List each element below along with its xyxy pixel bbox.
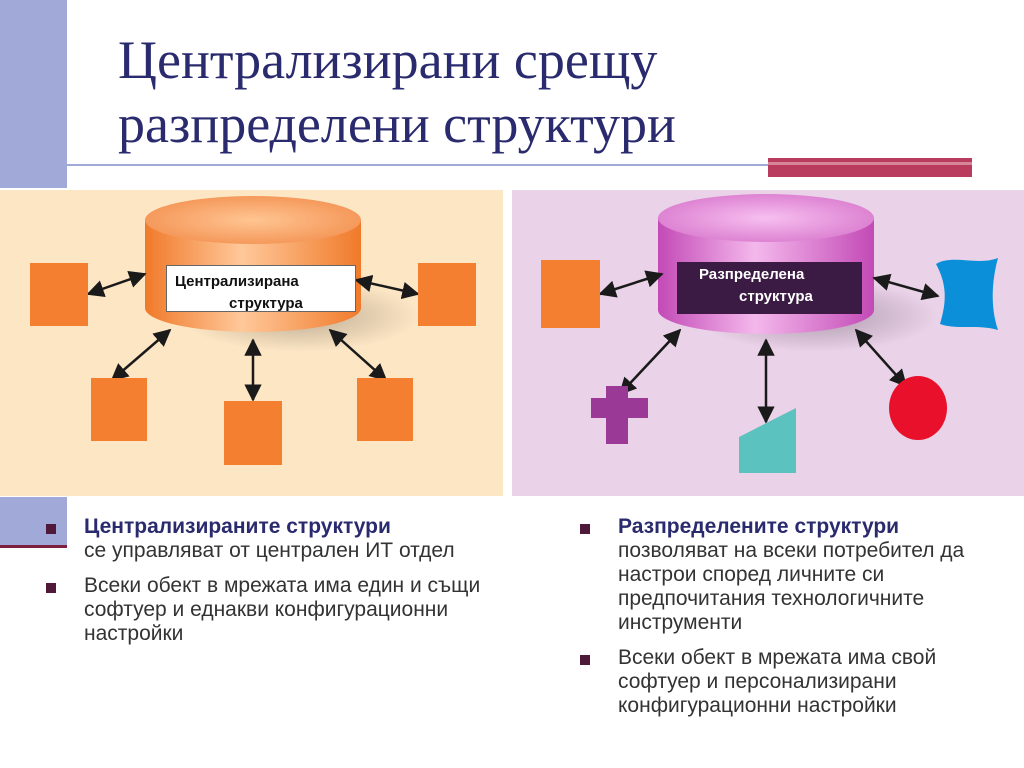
title-line-1: Централизирани срещу <box>118 30 658 90</box>
distributed-bullet-list: Разпределените структури позволяват на в… <box>580 515 1000 729</box>
node-right <box>418 263 476 326</box>
side-line-bottom <box>0 545 67 548</box>
arrow-to-wave <box>872 273 940 301</box>
arrow-to-node-bottom-right <box>328 328 388 382</box>
node-trapezoid-shape <box>739 408 796 473</box>
arrow-to-cross <box>618 328 682 396</box>
label-line-1: Разпределена <box>699 266 805 283</box>
side-bar-bottom <box>0 497 67 547</box>
title-underline <box>42 164 772 166</box>
distributed-diagram <box>541 194 998 473</box>
label-line-1: Централизирана <box>175 273 299 290</box>
node-bottom-center <box>224 401 282 465</box>
centralized-structure-label: Централизирана структура <box>166 265 356 312</box>
slide-title: Централизирани срещу разпределени структ… <box>118 28 878 156</box>
bullet-text: се управляват от централен ИТ отдел <box>84 539 455 562</box>
node-left <box>30 263 88 326</box>
node-cross-shape <box>591 386 648 444</box>
label-line-2: структура <box>739 288 813 305</box>
bullet-item: Всеки обект в мрежата има един и същи со… <box>46 574 506 646</box>
bullet-item: Разпределените структури позволяват на в… <box>580 515 1000 635</box>
node-wave-shape <box>936 258 998 330</box>
bullet-item: Централизираните структури се управляват… <box>46 515 506 563</box>
distributed-structure-label: Разпределена структура <box>677 262 862 314</box>
arrow-to-square <box>598 270 664 298</box>
square-bullet-icon <box>46 524 56 534</box>
square-bullet-icon <box>46 583 56 593</box>
arrow-to-circle <box>854 328 908 388</box>
bullet-item: Всеки обект в мрежата има свой софтуер и… <box>580 646 1000 718</box>
arrow-to-node-left <box>86 270 147 298</box>
node-square <box>541 260 600 328</box>
title-accent-bar <box>768 158 972 177</box>
bullet-text: Всеки обект в мрежата има свой софтуер и… <box>618 646 937 717</box>
centralized-diagram <box>30 196 476 465</box>
title-line-2: разпределени структури <box>118 94 676 154</box>
square-bullet-icon <box>580 655 590 665</box>
label-line-2: структура <box>229 295 303 312</box>
distributed-diagram-panel: Разпределена структура <box>512 190 1024 496</box>
bullet-text: позволяват на всеки потребител да настро… <box>618 539 965 634</box>
arrow-to-node-bottom-left <box>110 328 172 382</box>
title-accent-stripe <box>768 162 972 165</box>
node-bottom-left <box>91 378 147 441</box>
centralized-diagram-panel: Централизирана структура <box>0 190 503 496</box>
bullet-heading: Централизираните структури <box>84 515 391 538</box>
bullet-text: Всеки обект в мрежата има един и същи со… <box>84 574 481 645</box>
bullet-heading: Разпределените структури <box>618 515 900 538</box>
database-cylinder-top <box>658 194 874 242</box>
square-bullet-icon <box>580 524 590 534</box>
centralized-bullet-list: Централизираните структури се управляват… <box>46 515 506 657</box>
side-bar-top <box>0 0 67 188</box>
node-bottom-right <box>357 378 413 441</box>
node-circle-shape <box>889 376 947 440</box>
database-cylinder-top <box>145 196 361 244</box>
arrow-to-node-right <box>354 274 420 300</box>
